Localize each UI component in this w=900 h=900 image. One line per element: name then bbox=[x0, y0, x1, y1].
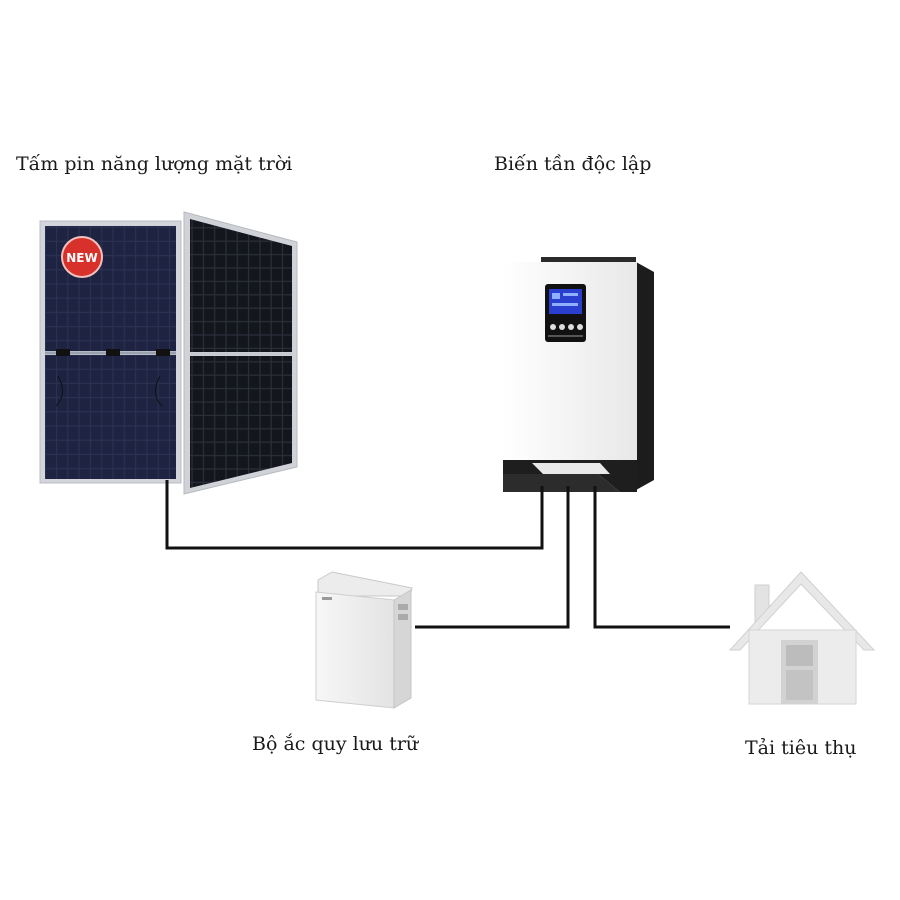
wiring bbox=[165, 480, 730, 629]
new-badge-text: NEW bbox=[66, 251, 97, 265]
new-badge: NEW bbox=[61, 236, 103, 278]
wire-inverter-to-load bbox=[593, 486, 730, 629]
solar-panel-label: Tấm pin năng lượng mặt trời bbox=[16, 153, 293, 175]
load-label: Tải tiêu thụ bbox=[745, 737, 857, 759]
battery-label: Bộ ắc quy lưu trữ bbox=[252, 733, 419, 755]
inverter-label: Biến tần độc lập bbox=[494, 153, 652, 175]
wire-panel-to-inverter bbox=[165, 480, 544, 550]
house-icon bbox=[728, 571, 876, 705]
wire-battery-to-inverter bbox=[415, 486, 570, 629]
solar-panel-back bbox=[183, 211, 298, 495]
battery bbox=[315, 571, 413, 709]
solar-panel-front bbox=[39, 220, 182, 484]
inverter bbox=[503, 257, 654, 492]
